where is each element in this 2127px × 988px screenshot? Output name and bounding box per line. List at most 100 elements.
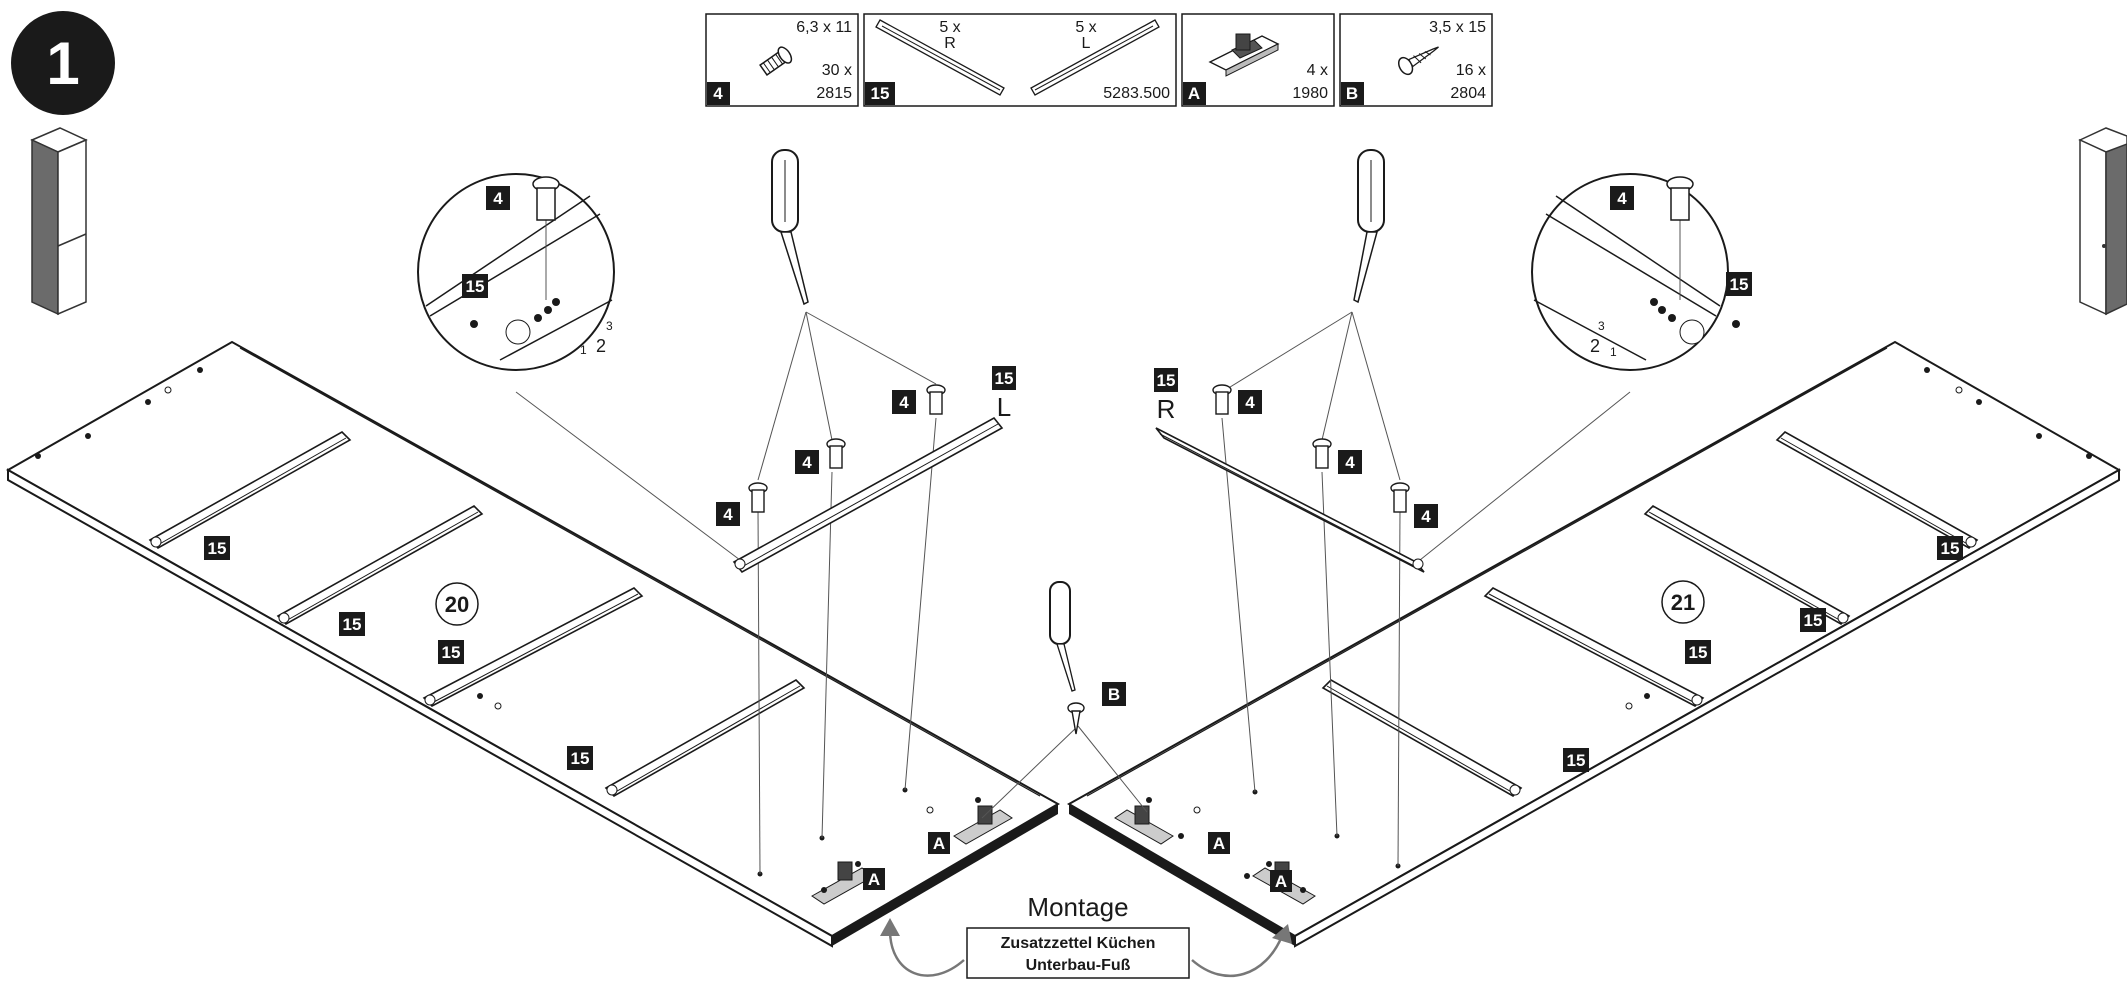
svg-text:15: 15 xyxy=(1689,643,1708,662)
guide-lines xyxy=(515,311,1631,875)
drawer-rail-icon xyxy=(875,19,1160,96)
svg-text:B: B xyxy=(1108,685,1120,704)
svg-text:4: 4 xyxy=(802,453,812,472)
loose-rail-right: 15 R xyxy=(1154,368,1425,573)
bracket-callout: A xyxy=(863,868,885,890)
detail-screw-icon xyxy=(1666,176,1694,221)
bracket-callout: A xyxy=(1208,832,1230,854)
screw-callout: 4 xyxy=(1238,390,1262,414)
part-card-4: 6,3 x 11 30 x 2815 4 xyxy=(705,13,859,107)
loose-screws xyxy=(748,384,1410,735)
bracket-callout: A xyxy=(928,832,950,854)
svg-text:15: 15 xyxy=(442,643,461,662)
rail-side-label-R: R xyxy=(1157,394,1176,424)
montage-note: Montage Zusatzzettel Küchen Unterbau-Fuß xyxy=(880,892,1292,979)
svg-text:15: 15 xyxy=(1804,611,1823,630)
rail-callout: 15 xyxy=(204,536,230,560)
wood-screw-icon xyxy=(1397,46,1439,76)
panel-right-rail-2 xyxy=(1643,505,1851,625)
svg-text:15: 15 xyxy=(995,369,1014,388)
panel-number-20: 20 xyxy=(435,582,479,626)
panel-left-rail-3 xyxy=(422,587,644,707)
svg-text:20: 20 xyxy=(445,592,469,617)
detail-circle-right: 4 15 3 2 1 xyxy=(1531,173,1752,371)
detail-circle-left: 4 15 1 2 3 xyxy=(417,173,615,371)
part-15-left-side: R xyxy=(944,35,956,52)
part-15-id: 15 xyxy=(871,84,890,103)
svg-text:15: 15 xyxy=(571,749,590,768)
hole-label: 3 xyxy=(1598,319,1605,333)
rail-callout: 15 xyxy=(567,746,593,770)
detail-screw-icon xyxy=(532,176,560,221)
svg-text:4: 4 xyxy=(1245,393,1255,412)
screw-icon xyxy=(759,46,793,76)
montage-line-2: Unterbau-Fuß xyxy=(1026,957,1131,974)
screw-callout: 4 xyxy=(1338,450,1362,474)
rail-callout: 15 xyxy=(339,612,365,636)
rail-callout: 15 xyxy=(438,640,464,664)
svg-text:15: 15 xyxy=(466,277,485,296)
part-B-qty: 16 x xyxy=(1456,62,1486,79)
hole-label: 1 xyxy=(580,343,587,357)
svg-text:4: 4 xyxy=(723,505,733,524)
arrow-right-icon xyxy=(1191,935,1284,978)
cabinet-thumbnail-left xyxy=(30,127,88,316)
panel-number-21: 21 xyxy=(1661,580,1705,624)
svg-text:A: A xyxy=(933,834,945,853)
part-4-qty: 30 x xyxy=(822,62,852,79)
bracket-callout: A xyxy=(1270,870,1292,892)
rail-callout: 15 xyxy=(1937,536,1963,560)
rail-callout: 15 xyxy=(1685,640,1711,664)
step-number: 1 xyxy=(46,30,79,97)
part-B-size: 3,5 x 15 xyxy=(1429,19,1486,36)
step-badge: 1 xyxy=(11,11,115,115)
svg-text:15: 15 xyxy=(343,615,362,634)
part-15-left-qty: 5 x xyxy=(939,19,960,36)
part-A-qty: 4 x xyxy=(1307,62,1328,79)
svg-text:4: 4 xyxy=(1421,507,1431,526)
part-card-15: 5 x R 5 x L 5283.500 15 xyxy=(863,13,1177,107)
foot-bracket-right-2 xyxy=(1114,805,1174,845)
part-A-code: 1980 xyxy=(1292,85,1328,102)
part-15-right-side: L xyxy=(1082,35,1091,52)
rail-callout: 15 xyxy=(1800,608,1826,632)
montage-title: Montage xyxy=(1027,892,1128,922)
part-4-code: 2815 xyxy=(816,85,852,102)
part-card-A: 4 x 1980 A xyxy=(1181,13,1335,107)
part-card-B: 3,5 x 15 16 x 2804 B xyxy=(1339,13,1493,107)
screwdriver-left-icon xyxy=(771,149,809,306)
svg-text:A: A xyxy=(1213,834,1225,853)
arrow-left-icon xyxy=(888,929,965,977)
svg-text:15: 15 xyxy=(208,539,227,558)
panel-left-rail-4 xyxy=(604,679,806,797)
part-4-size: 6,3 x 11 xyxy=(796,19,852,36)
screw-callout: 4 xyxy=(892,390,916,414)
svg-text:15: 15 xyxy=(1941,539,1960,558)
hole-label: 3 xyxy=(606,319,613,333)
parts-legend: 6,3 x 11 30 x 2815 4 5 x R 5 x L xyxy=(705,13,1493,107)
panel-left-rail-1 xyxy=(148,431,352,549)
svg-text:15: 15 xyxy=(1567,751,1586,770)
screw-callout: 4 xyxy=(1414,504,1438,528)
svg-text:15: 15 xyxy=(1157,371,1176,390)
part-4-id: 4 xyxy=(713,84,723,103)
svg-text:15: 15 xyxy=(1730,275,1749,294)
part-A-id: A xyxy=(1188,84,1200,103)
screwdriver-center-icon xyxy=(1049,581,1076,692)
part-15-right-qty: 5 x xyxy=(1075,19,1096,36)
hole-label: 2 xyxy=(596,336,606,356)
svg-text:4: 4 xyxy=(493,189,503,208)
hole-label: 1 xyxy=(1610,345,1617,359)
svg-text:A: A xyxy=(1275,872,1287,891)
svg-text:4: 4 xyxy=(1345,453,1355,472)
wood-screw-callout: B xyxy=(1102,682,1126,706)
screwdriver-right-icon xyxy=(1353,149,1385,304)
panel-right-rail-4 xyxy=(1321,679,1523,797)
svg-text:21: 21 xyxy=(1671,590,1695,615)
part-B-code: 2804 xyxy=(1450,85,1486,102)
part-15-code: 5283.500 xyxy=(1103,85,1170,102)
panel-left: 15 15 15 15 20 A A xyxy=(5,340,1061,948)
part-B-id: B xyxy=(1346,84,1358,103)
foot-bracket-icon xyxy=(1208,33,1280,77)
